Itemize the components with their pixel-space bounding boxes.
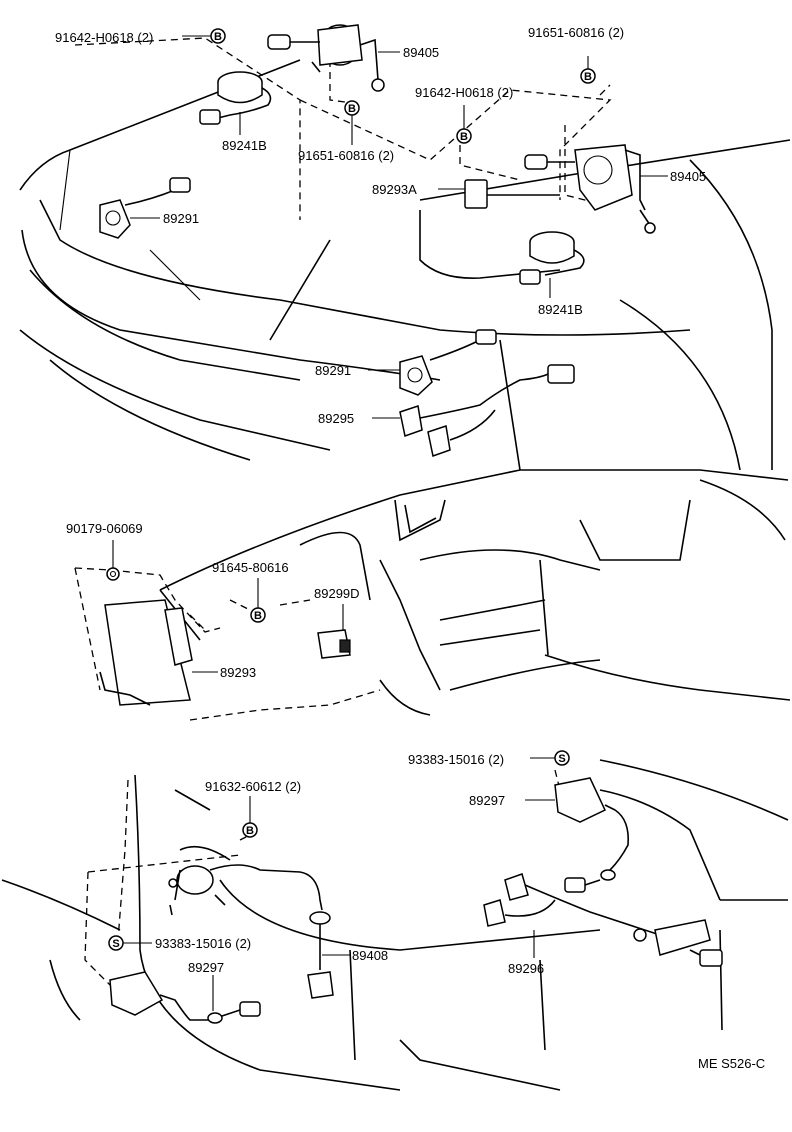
ecu-89293 <box>99 599 193 706</box>
figure-code: ME S526-C <box>698 1056 765 1071</box>
label-91651-right: 91651-60816 (2) <box>528 25 624 40</box>
label-91642-left: 91642-H0618 (2) <box>55 30 153 45</box>
clip-b-symbol: B <box>580 68 596 84</box>
leader-lines-bottom <box>123 757 555 1011</box>
label-89297-right: 89297 <box>469 793 505 808</box>
clip-b-symbol: B <box>242 822 258 838</box>
svg-text:B: B <box>254 610 262 622</box>
label-89293: 89293 <box>220 665 256 680</box>
label-89291-right: 89291 <box>315 363 351 378</box>
label-89291-left: 89291 <box>163 211 199 226</box>
height-sensor-89405-right <box>524 144 656 234</box>
actuator-89297-left <box>109 971 261 1024</box>
svg-text:B: B <box>348 103 356 115</box>
svg-text:B: B <box>246 825 254 837</box>
label-89241b-right: 89241B <box>538 302 583 317</box>
label-89405-right: 89405 <box>670 169 706 184</box>
label-91645: 91645-80616 <box>212 560 289 575</box>
nut-90179 <box>106 540 120 581</box>
label-89241b-left: 89241B <box>222 138 267 153</box>
svg-text:B: B <box>214 31 222 43</box>
sensor-89241b-right <box>519 231 585 285</box>
harness-89295 <box>399 364 575 457</box>
label-91642-right: 91642-H0618 (2) <box>415 85 513 100</box>
label-91651-left: 91651-60816 (2) <box>298 148 394 163</box>
dashboard-outline <box>159 469 791 716</box>
label-89297-left: 89297 <box>188 960 224 975</box>
sensor-89291-right <box>399 329 497 396</box>
svg-text:S: S <box>558 753 565 765</box>
switch-89299d <box>317 604 351 659</box>
label-89296: 89296 <box>508 961 544 976</box>
clip-b-symbol: B <box>250 607 266 623</box>
label-89408: 89408 <box>352 948 388 963</box>
label-89299d: 89299D <box>314 586 360 601</box>
height-sensor-89408 <box>168 845 334 999</box>
svg-text:B: B <box>460 131 468 143</box>
harness-89296 <box>483 873 723 967</box>
clip-s-symbol: S <box>108 935 124 951</box>
relay-89293a <box>464 179 560 209</box>
label-93383-left: 93383-15016 (2) <box>155 936 251 951</box>
actuator-89297-right <box>554 777 630 893</box>
clip-b-symbol: B <box>210 28 226 44</box>
label-89295: 89295 <box>318 411 354 426</box>
clip-s-symbol: S <box>554 750 570 766</box>
clip-b-symbol: B <box>456 128 472 144</box>
label-93383-right: 93383-15016 (2) <box>408 752 504 767</box>
dashed-leader-lines-middle <box>74 567 381 721</box>
label-90179: 90179-06069 <box>66 521 143 536</box>
svg-text:B: B <box>584 71 592 83</box>
clip-b-symbol: B <box>344 100 360 116</box>
height-sensor-89405-left <box>267 24 385 92</box>
vehicle-front-outline <box>19 59 791 471</box>
label-89293a: 89293A <box>372 182 417 197</box>
sensor-89291-left <box>99 177 191 239</box>
rear-vehicle-outline <box>1 759 789 1091</box>
label-91632: 91632-60612 (2) <box>205 779 301 794</box>
sensor-89241b-left <box>199 71 272 125</box>
svg-text:S: S <box>112 938 119 950</box>
label-89405-left: 89405 <box>403 45 439 60</box>
leader-lines-top <box>130 35 668 419</box>
